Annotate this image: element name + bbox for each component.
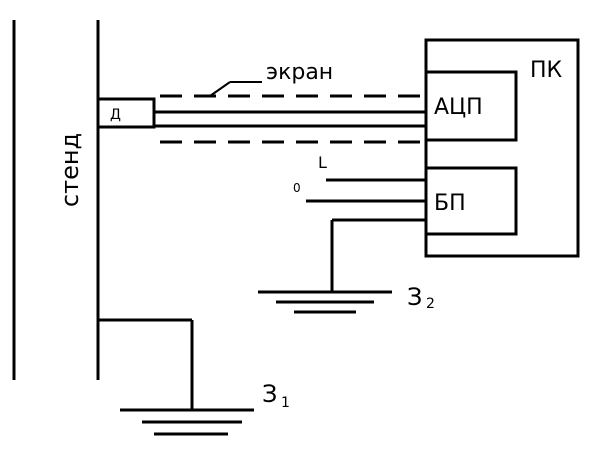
ground-symbol-1 (120, 408, 254, 436)
ground-2-index: 2 (426, 296, 435, 312)
adc-box (424, 70, 518, 142)
sensor-box (96, 97, 156, 129)
neutral-label: 0 (293, 181, 301, 195)
screen-label: экран (266, 60, 333, 85)
phase-label: L (318, 153, 327, 172)
pc-label: ПК (530, 58, 563, 83)
ground-2-letter: З (407, 283, 422, 311)
ground-1-index: 1 (281, 395, 290, 411)
ground-1-letter: З (262, 380, 277, 408)
pc-box (424, 38, 580, 258)
ground-symbol-2 (258, 290, 392, 314)
stand-label: стенд (56, 133, 84, 207)
adc-label: АЦП (434, 95, 483, 120)
sensor-label: Д (110, 107, 121, 123)
screen-leader-line (209, 81, 231, 97)
power-supply-label: БП (434, 191, 466, 216)
